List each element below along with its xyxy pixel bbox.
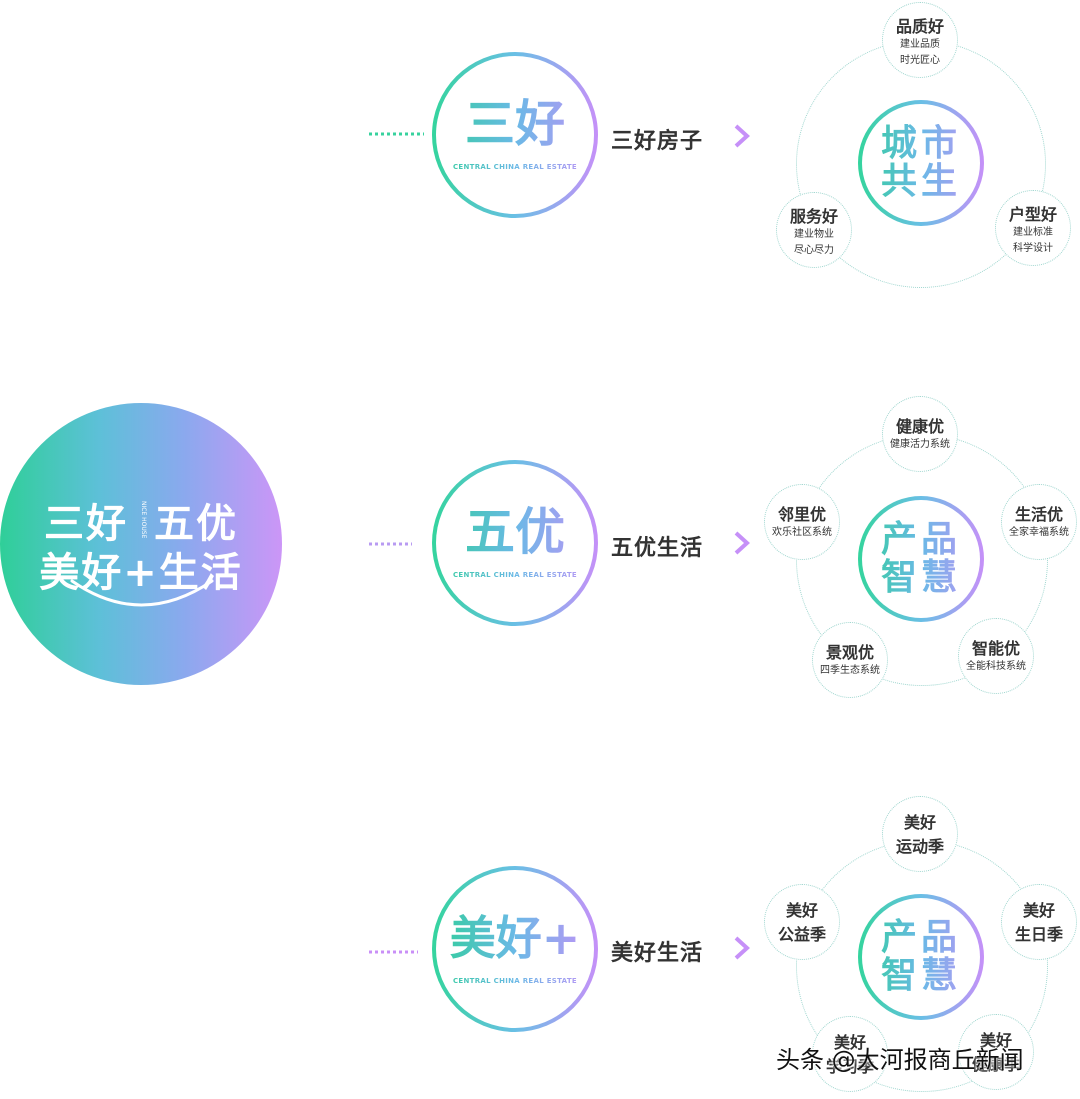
arrow-right-icon xyxy=(710,531,750,555)
watermark-text: 头条 @大河报商丘新闻 xyxy=(776,1046,1024,1074)
smile-curve xyxy=(70,579,214,607)
branch-label-wuyou: 五优生活 xyxy=(611,536,704,561)
satellite-charity: 美好 公益季 xyxy=(764,884,840,960)
satellite-line: 生日季 xyxy=(1014,925,1063,944)
center-text-line1: 产品 xyxy=(858,520,984,560)
branch-ring-sanhao: 三好 CENTRAL CHINA REAL ESTATE xyxy=(432,52,598,218)
branch-ring-wuyou: 五优 CENTRAL CHINA REAL ESTATE xyxy=(432,460,598,626)
satellite-line: 建业标准 xyxy=(1013,227,1053,238)
center-text-line1: 城市 xyxy=(858,124,984,164)
satellite-title: 邻里优 xyxy=(777,505,826,524)
satellite-title: 景观优 xyxy=(825,643,874,662)
satellite-landscape: 景观优 四季生态系统 xyxy=(812,622,888,698)
satellite-line: 全能科技系统 xyxy=(966,661,1026,672)
satellite-line: 公益季 xyxy=(777,925,826,944)
satellite-title: 美好 xyxy=(785,901,818,920)
satellite-birthday: 美好 生日季 xyxy=(1001,884,1077,960)
satellite-title: 美好 xyxy=(979,1031,1012,1050)
satellite-title: 服务好 xyxy=(789,207,838,226)
main-slogan-right: 五优 xyxy=(154,501,238,547)
arrow-right-icon xyxy=(710,936,750,960)
main-slogan-line2: 美好+生活 xyxy=(39,550,243,596)
branch-ring-title: 三好 xyxy=(432,96,598,152)
satellite-layout: 户型好 建业标准 科学设计 xyxy=(995,190,1071,266)
satellite-title: 智能优 xyxy=(971,639,1020,658)
cluster-center-sanhao: 城市 共生 xyxy=(858,100,984,226)
satellite-title: 美好 xyxy=(1022,901,1055,920)
satellite-line: 时光匠心 xyxy=(900,55,940,66)
satellite-quality: 品质好 建业品质 时光匠心 xyxy=(882,2,958,78)
satellite-line: 四季生态系统 xyxy=(820,665,880,676)
branch-ring-subtitle: CENTRAL CHINA REAL ESTATE xyxy=(432,163,598,171)
center-text-line2: 共生 xyxy=(858,162,984,202)
satellite-line: 全家幸福系统 xyxy=(1009,527,1069,538)
satellite-title: 生活优 xyxy=(1014,505,1063,524)
satellite-line: 学习季 xyxy=(825,1057,874,1076)
satellite-line: 健康季 xyxy=(971,1055,1020,1074)
cluster-center-wuyou: 产品 智慧 xyxy=(858,496,984,622)
arrow-right-icon xyxy=(710,124,750,148)
satellite-line: 尽心尽力 xyxy=(794,245,834,256)
satellite-title: 美好 xyxy=(903,813,936,832)
satellite-line: 健康活力系统 xyxy=(890,439,950,450)
center-text-line1: 产品 xyxy=(858,918,984,958)
center-text-line2: 智慧 xyxy=(858,558,984,598)
satellite-line: 建业品质 xyxy=(900,39,940,50)
branch-ring-subtitle: CENTRAL CHINA REAL ESTATE xyxy=(432,977,598,985)
satellite-healthy: 美好 健康季 xyxy=(958,1014,1034,1090)
branch-ring-title: 美好+ xyxy=(432,910,598,966)
main-slogan-left: 三好 xyxy=(44,501,128,547)
satellite-neighbor: 邻里优 欢乐社区系统 xyxy=(764,484,840,560)
satellite-service: 服务好 建业物业 尽心尽力 xyxy=(776,192,852,268)
satellite-title: 户型好 xyxy=(1008,205,1057,224)
satellite-study: 美好 学习季 xyxy=(812,1016,888,1092)
main-circle: 三好五优 NICE HOUSE 美好+生活 xyxy=(0,403,282,685)
satellite-title: 健康优 xyxy=(895,417,944,436)
branch-label-meihao: 美好生活 xyxy=(611,941,704,966)
center-text-line2: 智慧 xyxy=(858,956,984,996)
cluster-center-meihao: 产品 智慧 xyxy=(858,894,984,1020)
branch-ring-subtitle: CENTRAL CHINA REAL ESTATE xyxy=(432,571,598,579)
branch-ring-title: 五优 xyxy=(432,504,598,560)
satellite-line: 运动季 xyxy=(895,837,944,856)
main-slogan-line1: 三好五优 xyxy=(0,491,282,549)
satellite-smart: 智能优 全能科技系统 xyxy=(958,618,1034,694)
satellite-line: 科学设计 xyxy=(1013,243,1053,254)
nice-house-mark: NICE HOUSE xyxy=(140,501,147,539)
satellite-title: 品质好 xyxy=(895,17,944,36)
satellite-line: 欢乐社区系统 xyxy=(772,527,832,538)
branch-label-sanhao: 三好房子 xyxy=(611,129,704,154)
satellite-line: 建业物业 xyxy=(794,229,834,240)
satellite-sport: 美好 运动季 xyxy=(882,796,958,872)
satellite-health: 健康优 健康活力系统 xyxy=(882,396,958,472)
branch-ring-meihao: 美好+ CENTRAL CHINA REAL ESTATE xyxy=(432,866,598,1032)
satellite-life: 生活优 全家幸福系统 xyxy=(1001,484,1077,560)
satellite-title: 美好 xyxy=(833,1033,866,1052)
